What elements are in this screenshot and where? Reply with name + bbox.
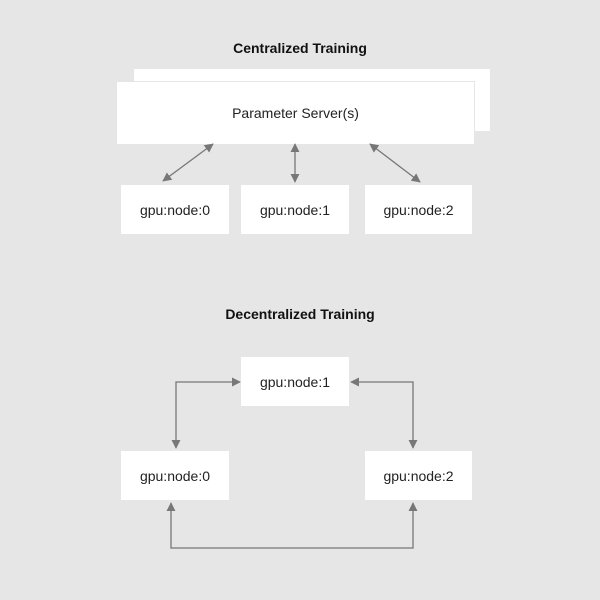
central-node-0-label: gpu:node:0: [139, 201, 211, 218]
decentral-node-2-label: gpu:node:2: [383, 467, 454, 484]
central-node-2-label: gpu:node:2: [383, 201, 454, 218]
arrow-server-node-2: [369, 143, 421, 183]
parameter-server-box: Parameter Server(s): [117, 82, 474, 144]
central-node-0: gpu:node:0: [121, 185, 229, 234]
parameter-server-label: Parameter Server(s): [232, 105, 359, 121]
central-node-1-label: gpu:node:1: [259, 201, 331, 218]
decentral-node-1: gpu:node:1: [241, 357, 349, 406]
decentral-node-0: gpu:node:0: [121, 451, 229, 500]
central-node-2: gpu:node:2: [365, 185, 472, 234]
centralized-title: Centralized Training: [233, 40, 367, 56]
decentral-node-1-label: gpu:node:1: [259, 373, 331, 390]
arrow-server-node-0: [162, 143, 214, 182]
arrow-node1-node0: [171, 377, 241, 449]
arrow-node0-node2: [166, 502, 418, 549]
decentral-node-2: gpu:node:2: [365, 451, 472, 500]
decentral-node-0-label: gpu:node:0: [139, 467, 211, 484]
central-node-1: gpu:node:1: [241, 185, 349, 234]
arrow-node1-node2: [350, 377, 418, 449]
decentralized-title: Decentralized Training: [225, 306, 375, 322]
